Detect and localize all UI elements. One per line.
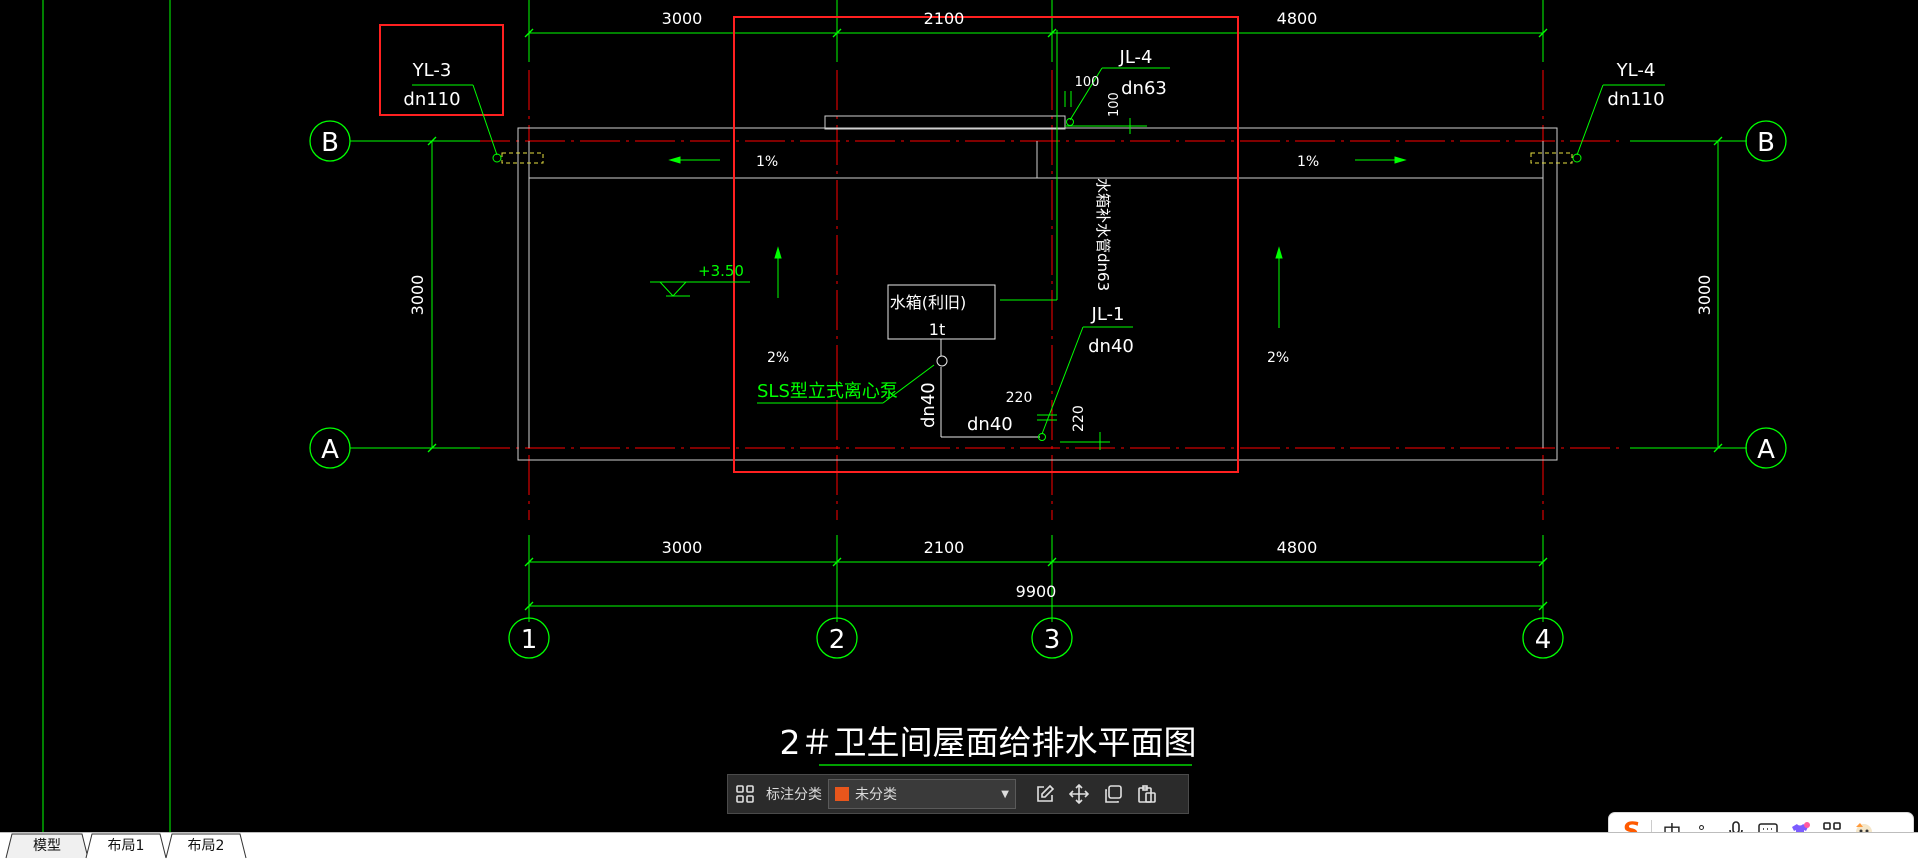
drawing-title: 2＃卫生间屋面给排水平面图 <box>780 723 1197 762</box>
elevation-label: +3.50 <box>698 262 744 280</box>
edit-icon[interactable] <box>1028 777 1062 811</box>
jl1-name: JL-1 <box>1091 304 1125 325</box>
yl3-name: YL-3 <box>412 60 452 81</box>
jl4-name: JL-4 <box>1119 47 1153 68</box>
slope-top-left: 1% <box>756 154 778 170</box>
pipe-dn40-vertical: dn40 <box>918 382 939 428</box>
jl1-dim-b: 220 <box>1071 405 1087 432</box>
tab-layout1[interactable]: 布局1 <box>107 838 145 854</box>
dim-side-left: 3000 <box>408 275 427 316</box>
grid-label-a-right: A <box>1757 435 1775 465</box>
grid-lines-green <box>350 0 1747 622</box>
jl1-riser <box>1037 326 1133 450</box>
grid-label-a-left: A <box>321 435 339 465</box>
tab-model[interactable]: 模型 <box>33 838 61 854</box>
slope-arrows <box>668 156 1407 328</box>
slope-top-right: 1% <box>1297 154 1319 170</box>
grid-bubbles <box>309 120 1787 659</box>
water-tank-label-2: 1t <box>929 320 945 339</box>
yl4-leader <box>1530 84 1665 164</box>
dim-bottom-total: 9900 <box>1016 582 1057 601</box>
yl3-size: dn110 <box>403 89 460 110</box>
pump-leader <box>757 364 935 404</box>
jl1-dim-a: 220 <box>1006 390 1033 406</box>
chevron-down-icon: ▼ <box>1001 788 1009 800</box>
grid-label-3: 3 <box>1044 625 1061 655</box>
highlight-box-main <box>733 16 1239 473</box>
move-icon[interactable] <box>1062 777 1096 811</box>
tab-shapes <box>5 833 247 859</box>
drawing-canvas[interactable]: 1 2 3 4 B A B A 3000 2100 4800 3000 2100… <box>0 0 1918 832</box>
annotation-toolbar: 标注分类 未分类 ▼ <box>727 774 1189 814</box>
dim-bottom-3: 4800 <box>1277 538 1318 557</box>
dim-side-right: 3000 <box>1695 275 1714 316</box>
elevation-symbol <box>650 281 750 297</box>
dimension-ticks <box>427 28 1723 611</box>
grid-icon[interactable] <box>728 777 762 811</box>
ime-divider <box>1651 820 1652 842</box>
grid-label-4: 4 <box>1535 625 1552 655</box>
pump-piping <box>936 339 1040 438</box>
jl4-dim-b: 100 <box>1107 92 1122 117</box>
grid-label-2: 2 <box>829 625 846 655</box>
annotation-category-label: 标注分类 <box>766 787 822 803</box>
pipe-dn40-horizontal: dn40 <box>967 414 1013 435</box>
dim-top-3: 4800 <box>1277 9 1318 28</box>
cad-drawing[interactable]: 1 2 3 4 B A B A 3000 2100 4800 3000 2100… <box>0 0 1918 832</box>
yl3-leader <box>412 84 544 164</box>
riser-label: 水箱补水管dn63 <box>1094 178 1112 291</box>
grid-label-1: 1 <box>521 625 538 655</box>
copy-icon[interactable] <box>1096 777 1130 811</box>
grid-label-b-left: B <box>321 128 339 158</box>
pump-label: SLS型立式离心泵 <box>757 381 898 402</box>
paste-icon[interactable] <box>1130 777 1164 811</box>
category-select-value: 未分类 <box>855 787 897 803</box>
annotation-category-select[interactable]: 未分类 ▼ <box>828 779 1016 809</box>
dim-bottom-1: 3000 <box>662 538 703 557</box>
dim-bottom-2: 2100 <box>924 538 965 557</box>
yl4-size: dn110 <box>1607 89 1664 110</box>
dim-top-1: 3000 <box>662 9 703 28</box>
jl1-size: dn40 <box>1088 336 1134 357</box>
jl4-riser <box>1000 30 1170 301</box>
axis-lines-red <box>360 70 1620 520</box>
category-color-swatch <box>835 787 849 801</box>
water-tank-label-1: 水箱(利旧) <box>890 293 967 312</box>
jl4-size: dn63 <box>1121 78 1167 99</box>
grid-label-b-right: B <box>1757 128 1775 158</box>
layout-tab-strip: 模型 布局1 布局2 <box>0 832 1918 859</box>
dim-top-2: 2100 <box>924 9 965 28</box>
tab-layout2[interactable]: 布局2 <box>187 838 225 854</box>
highlight-box-yl3 <box>379 24 504 116</box>
slope-left: 2% <box>767 350 789 366</box>
yl4-name: YL-4 <box>1616 60 1656 81</box>
roof-outline <box>517 115 1558 461</box>
slope-right: 2% <box>1267 350 1289 366</box>
jl4-dim-a: 100 <box>1075 75 1100 90</box>
